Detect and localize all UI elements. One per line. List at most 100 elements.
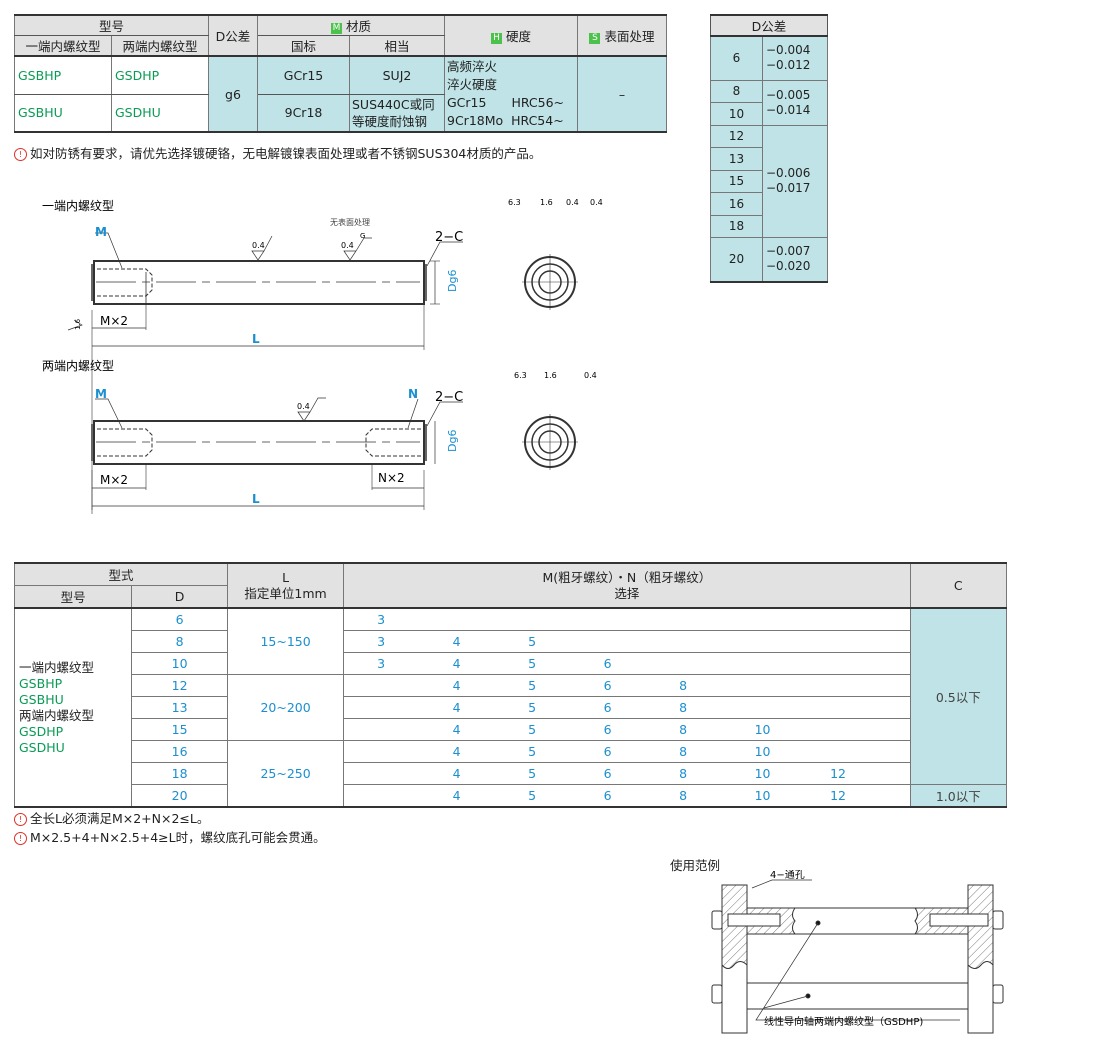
label-n: N (408, 387, 418, 401)
technical-drawings: 一端内螺纹型 无表面处理 M 2−C 0.4 0.4 G M×2 L Dg6 1… (42, 198, 603, 514)
m-option: 10 (754, 788, 771, 803)
roughness-label: 0.4 (566, 198, 579, 207)
label-l: L (252, 332, 260, 346)
label-l: L (252, 492, 260, 506)
m-option (830, 744, 906, 759)
tol-line: −0.017 (766, 181, 811, 196)
two-end-title: 两端内螺纹型 (42, 359, 114, 373)
m-option: 5 (528, 634, 537, 649)
header-material-label: 材质 (345, 19, 371, 34)
m-option: 12 (830, 766, 846, 781)
m-option: 8 (679, 788, 688, 803)
m-option: 8 (679, 678, 688, 693)
note-text: M×2.5+4+N×2.5+4≥L时，螺纹底孔可能会贯通。 (30, 830, 326, 845)
d-tol-value: g6 (208, 55, 258, 133)
note-item: !全长L必须满足M×2+N×2≤L。 (14, 809, 326, 828)
tol-value: −0.006−0.017 (762, 124, 828, 238)
m-option: 5 (528, 744, 537, 759)
d-value: 13 (131, 696, 229, 719)
m-option: 5 (528, 766, 537, 781)
m-option: 6 (603, 722, 612, 737)
hardness-value: 高频淬火 淬火硬度 GCr15 HRC56~ 9Cr18Mo HRC54~ (444, 55, 578, 133)
header-d-tol: D公差 (208, 14, 258, 57)
no-surface-label: 无表面处理 (330, 217, 370, 227)
hardness-line: 9Cr18Mo HRC54~ (447, 113, 564, 128)
d-value: 6 (131, 607, 229, 631)
model-item: 一端内螺纹型 (19, 659, 95, 675)
tol-line: −0.012 (766, 58, 811, 73)
surface-value: – (577, 55, 667, 133)
m-option: 4 (452, 634, 461, 649)
m-option (377, 744, 453, 759)
c-value: 1.0以下 (909, 784, 1008, 808)
header-one-end: 一端内螺纹型 (14, 35, 112, 57)
shaft-two-end-drawing (91, 397, 578, 510)
tol-row: 18 (710, 214, 828, 238)
m-option: 6 (603, 678, 612, 693)
notes-bottom: !全长L必须满足M×2+N×2≤L。 !M×2.5+4+N×2.5+4≥L时，螺… (14, 809, 326, 847)
m-option: 5 (528, 678, 537, 693)
header-l-label: L (282, 569, 290, 585)
m-option: 5 (528, 722, 537, 737)
material-gb: GCr15 (257, 55, 350, 95)
m-option: 8 (679, 766, 688, 781)
m-option: 6 (603, 700, 612, 715)
m-option: 4 (452, 678, 461, 693)
m-option: 4 (452, 788, 461, 803)
example-caption: 线性导向轴两端内螺纹型（GSDHP) (764, 1015, 923, 1028)
header-gb: 国标 (257, 35, 350, 57)
header-two-end: 两端内螺纹型 (111, 35, 209, 57)
m-option: 4 (452, 766, 461, 781)
m-option (377, 700, 453, 715)
tol-line: −0.004 (766, 43, 811, 58)
m-option: 6 (603, 744, 612, 759)
label-mx2: M×2 (100, 473, 128, 487)
note-rust: !如对防锈有要求，请优先选择镀硬铬，无电解镀镍表面处理或者不锈钢SUS304材质… (14, 143, 541, 162)
model-item: GSDHP (19, 723, 64, 739)
m-option: 12 (830, 788, 846, 803)
hardness-line: 淬火硬度 (447, 77, 498, 92)
header-l-unit: 指定单位1mm (244, 585, 327, 601)
model-two-end: GSDHU (111, 93, 209, 133)
m-option-list: 3 (348, 612, 906, 627)
label-holes: 4−通孔 (770, 870, 805, 881)
material-badge-icon: M (330, 23, 342, 34)
m-option: 6 (603, 788, 612, 803)
label-nx2: N×2 (378, 471, 405, 485)
hardness-badge-icon: H (490, 33, 502, 44)
m-option (604, 634, 680, 649)
hardness-line: GCr15 HRC56~ (447, 95, 565, 110)
model-item: GSBHU (19, 691, 64, 707)
m-option: 3 (377, 656, 386, 671)
model-item: GSBHP (19, 675, 63, 691)
tol-row: 8−0.005−0.014 (710, 79, 828, 126)
d-value: 10 (131, 652, 229, 675)
tol-d: 6 (710, 35, 763, 81)
header-c: C (909, 562, 1008, 609)
header-equiv: 相当 (349, 35, 445, 57)
roughness-label: 0.4 (584, 371, 597, 380)
roughness-label: 1.6 (544, 371, 557, 380)
m-option: 10 (754, 744, 771, 759)
m-option (830, 678, 906, 693)
tol-line: −0.020 (766, 259, 811, 274)
header-m: M(粗牙螺纹）・N（粗牙螺纹）选择 (343, 562, 911, 609)
tol-d: 18 (710, 214, 763, 238)
usage-example-drawing: 4−通孔 线性导向轴两端内螺纹型（GSDHP) (711, 870, 1004, 1034)
m-options: 4 5 6 8 (343, 674, 911, 697)
l-range: 20~200 (227, 674, 345, 741)
tol-row: 6−0.004−0.012 (710, 35, 828, 81)
model-item: 两端内螺纹型 (19, 707, 95, 723)
